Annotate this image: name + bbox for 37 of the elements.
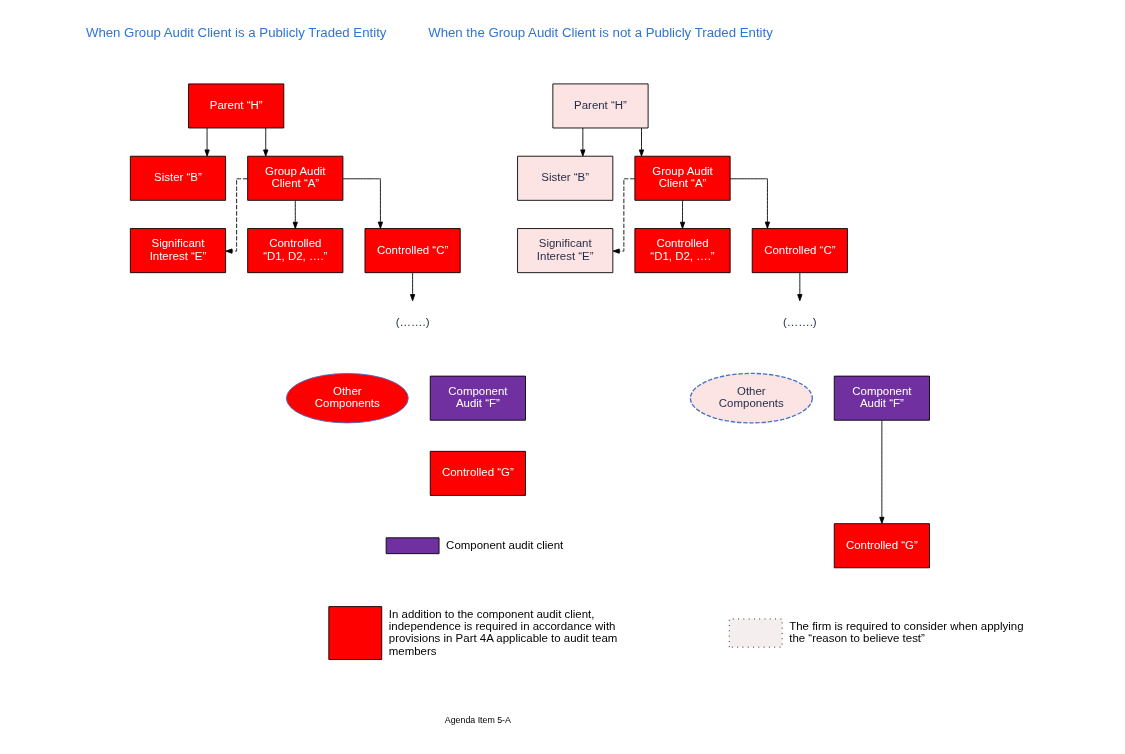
node-ellipse: Other Components: [689, 372, 813, 424]
arrow: [796, 272, 802, 302]
node-box: Component Audit “F”: [429, 375, 526, 421]
node-text: (…….): [395, 315, 429, 328]
node-box: Controlled “G”: [429, 450, 526, 496]
node-box: Group Audit Client “A”: [246, 155, 343, 201]
node-box: Controlled “C”: [364, 228, 461, 274]
arrow: [579, 127, 585, 157]
node-box: Controlled “C”: [751, 228, 848, 274]
node-box: Significant Interest “E”: [516, 228, 613, 274]
label: Agenda Item 5-A: [444, 714, 511, 725]
arrow: [878, 419, 884, 524]
node-box: Controlled “G”: [833, 523, 930, 569]
label: When Group Audit Client is a Publicly Traded Entity: [85, 24, 386, 40]
legend-label: In addition to the component audit client, independence is required in accordance with provisions in Part 4A applicable to audit team members: [388, 607, 617, 657]
arrow: [638, 127, 644, 157]
node-box: Parent “H”: [187, 83, 284, 129]
arrow: [729, 178, 770, 229]
node-box: Group Audit Client “A”: [633, 155, 731, 201]
arrow: [342, 178, 383, 229]
arrow: [409, 272, 415, 302]
node-box: Component Audit “F”: [833, 375, 930, 421]
node-box: Parent “H”: [551, 83, 649, 129]
arrow: [292, 199, 298, 229]
node-text: (…….): [782, 315, 817, 328]
node-box: Controlled “D1, D2, ….”: [633, 228, 731, 274]
arrow: [679, 199, 685, 229]
node-box: Controlled “D1, D2, ….”: [246, 228, 343, 274]
arrow: [262, 127, 268, 157]
legend-label: The firm is required to consider when applying the “reason to believe test”: [788, 619, 1024, 645]
node-box: Sister “B”: [516, 155, 613, 201]
node-box: Significant Interest “E”: [129, 228, 226, 274]
node-box: Sister “B”: [129, 155, 226, 201]
label: When the Group Audit Client is not a Publicly Traded Entity: [427, 24, 773, 40]
node-ellipse: Other Components: [285, 372, 409, 424]
legend-label: Component audit client: [445, 538, 563, 551]
arrow: [204, 127, 210, 157]
